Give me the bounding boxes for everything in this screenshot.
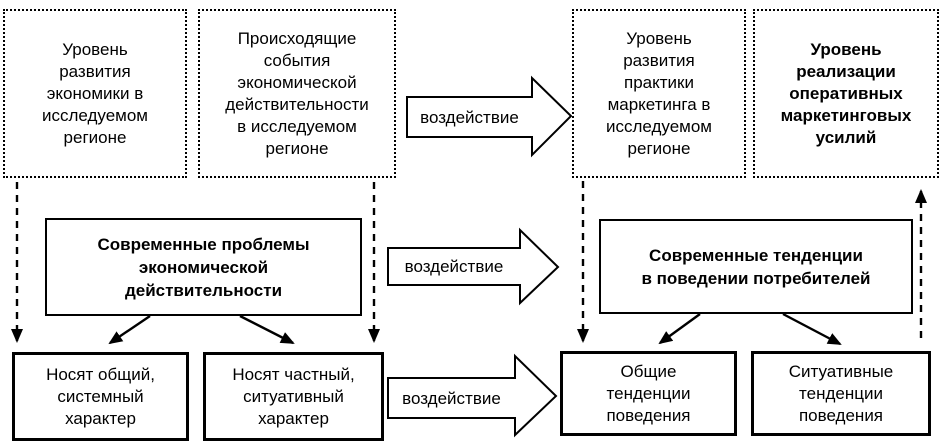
box-marketing-efforts-level-text: Уровень реализации оперативных маркетинг… [780, 39, 912, 147]
box-economy-level-text: Уровень развития экономики в исследуемом… [41, 39, 148, 147]
box-general-systemic-nature-text: Носят общий, системный характер [46, 364, 155, 428]
box-general-behavior-trends-text: Общие тенденции поведения [606, 361, 691, 425]
diagonal-arrow-trends-to-general-trends [658, 313, 701, 345]
box-marketing-efforts-level: Уровень реализации оперативных маркетинг… [753, 9, 939, 178]
box-situational-behavior-trends: Ситуативные тенденции поведения [751, 351, 931, 436]
box-private-situational-nature: Носят частный, ситуативный характер [203, 352, 384, 441]
box-modern-problems-text: Современные проблемы экономической дейст… [97, 234, 310, 300]
box-economy-level: Уровень развития экономики в исследуемом… [3, 9, 187, 178]
impact-block-arrow-bottom [387, 353, 558, 438]
impact-block-arrow-top [406, 75, 573, 158]
impact-label-middle: воздействие [404, 257, 504, 276]
box-situational-behavior-trends-text: Ситуативные тенденции поведения [788, 361, 894, 425]
impact-label-bottom: воздействие [402, 388, 501, 408]
diagonal-arrow-trends-to-situational-trends [782, 312, 842, 346]
box-general-behavior-trends: Общие тенденции поведения [560, 351, 737, 436]
diagonal-arrow-problems-to-general [108, 315, 151, 345]
box-economic-events: Происходящие события экономической дейст… [198, 9, 396, 178]
box-marketing-practice-level-text: Уровень развития практики маркетинга в и… [605, 28, 712, 158]
impact-block-arrow-middle [387, 227, 560, 306]
diagonal-arrow-problems-to-private [239, 314, 295, 345]
box-private-situational-nature-text: Носят частный, ситуативный характер [232, 364, 355, 428]
box-economic-events-text: Происходящие события экономической дейст… [225, 28, 369, 158]
box-modern-problems: Современные проблемы экономической дейст… [45, 218, 362, 316]
box-modern-trends: Современные тенденции в поведении потреб… [599, 219, 913, 314]
box-marketing-practice-level: Уровень развития практики маркетинга в и… [572, 9, 746, 178]
box-general-systemic-nature: Носят общий, системный характер [12, 352, 189, 441]
box-modern-trends-text: Современные тенденции в поведении потреб… [641, 245, 871, 288]
impact-label-top: воздействие [420, 107, 519, 127]
